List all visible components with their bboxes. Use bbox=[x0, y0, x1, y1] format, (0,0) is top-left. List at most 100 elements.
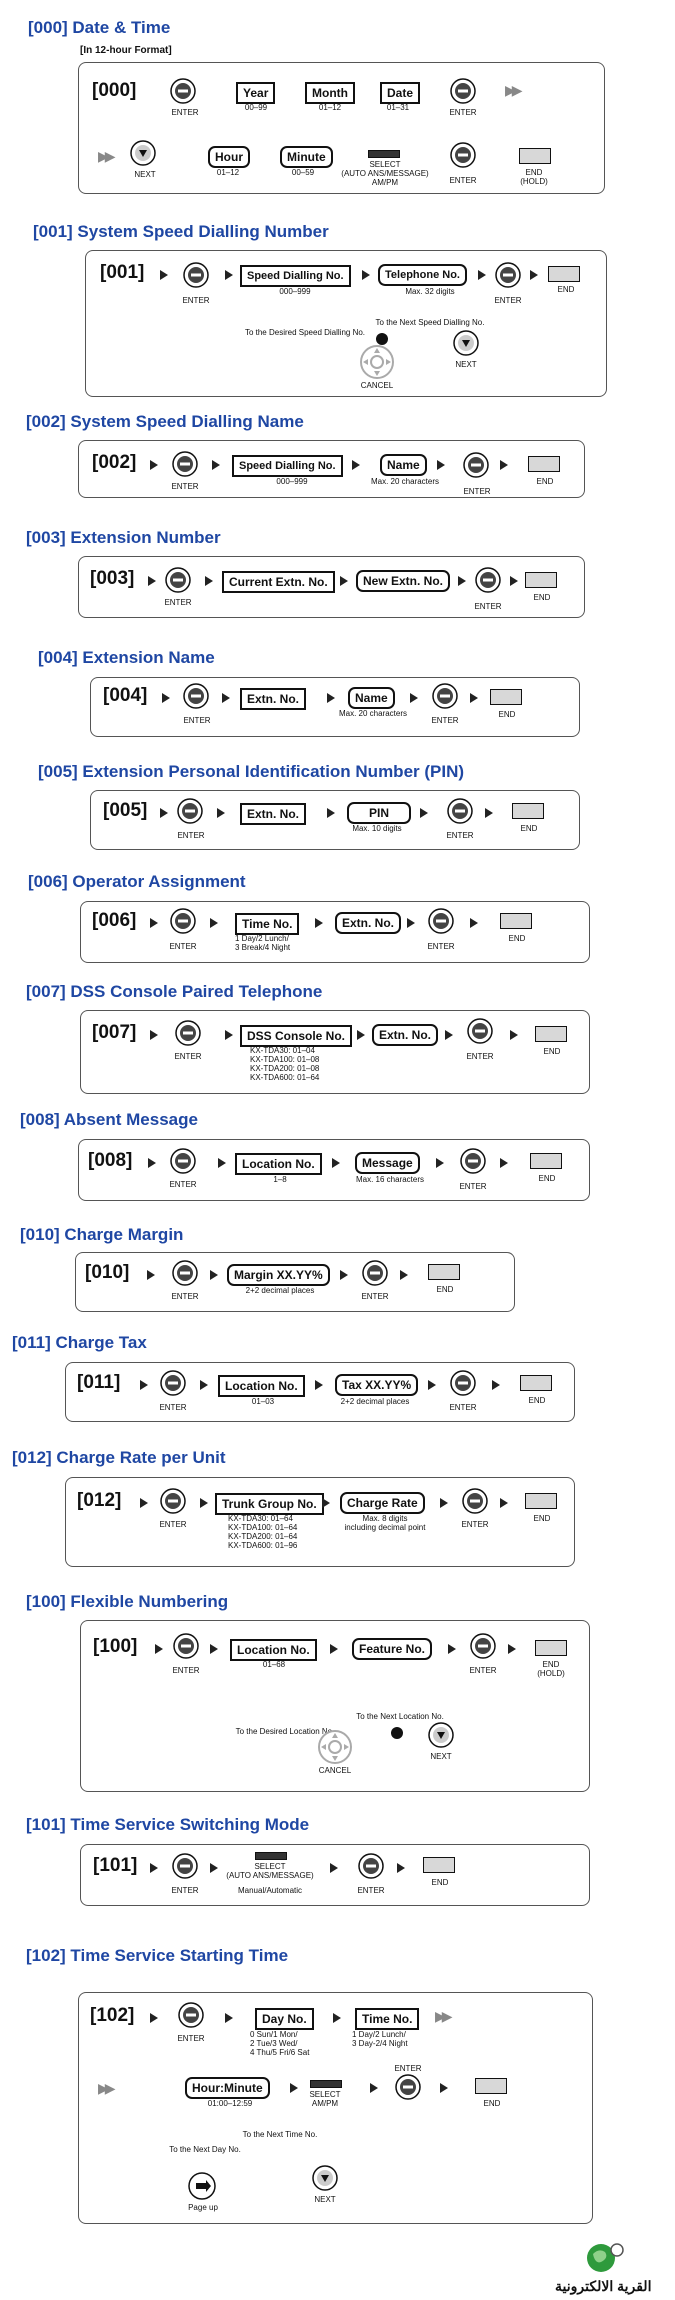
panel-000 bbox=[78, 62, 605, 194]
field-time-no[interactable]: Time No. bbox=[355, 2008, 420, 2030]
enter-dial-icon[interactable] bbox=[463, 452, 489, 478]
end-key-icon[interactable] bbox=[519, 148, 551, 164]
field-hour[interactable]: Hour bbox=[208, 146, 250, 168]
page-up-key-icon[interactable] bbox=[188, 2172, 216, 2200]
end-key-icon[interactable] bbox=[490, 689, 522, 705]
enter-dial-icon[interactable] bbox=[428, 908, 454, 934]
enter-dial-icon[interactable] bbox=[183, 262, 209, 288]
end-key-icon[interactable] bbox=[520, 1375, 552, 1391]
field-new-extn-no[interactable]: New Extn. No. bbox=[356, 570, 451, 592]
next-dial-icon[interactable] bbox=[312, 2165, 338, 2191]
field-name[interactable]: Name bbox=[348, 687, 395, 709]
end-key-icon[interactable] bbox=[512, 803, 544, 819]
field-pin[interactable]: PIN bbox=[347, 802, 411, 824]
enter-dial-icon[interactable] bbox=[450, 1370, 476, 1396]
enter-dial-icon[interactable] bbox=[475, 567, 501, 593]
enter-dial-icon[interactable] bbox=[462, 1488, 488, 1514]
flow-arrow-icon bbox=[210, 1644, 218, 1654]
select-values: Manual/Automatic bbox=[237, 1886, 303, 1895]
program-code-000: [000] bbox=[92, 80, 137, 101]
program-code-006: [006] bbox=[92, 910, 137, 931]
field-time-no[interactable]: Time No. bbox=[235, 913, 300, 935]
enter-dial-icon[interactable] bbox=[395, 2074, 421, 2100]
select-key-icon[interactable] bbox=[310, 2080, 342, 2088]
next-dial-icon[interactable] bbox=[130, 140, 156, 166]
field-location-no[interactable]: Location No. bbox=[218, 1375, 305, 1397]
end-key-icon[interactable] bbox=[525, 1493, 557, 1509]
enter-dial-icon[interactable] bbox=[172, 451, 198, 477]
end-key-icon[interactable] bbox=[500, 913, 532, 929]
field-name[interactable]: Name bbox=[380, 454, 427, 476]
cancel-dial-icon[interactable] bbox=[360, 345, 394, 379]
enter-dial-icon[interactable] bbox=[160, 1488, 186, 1514]
enter-dial-icon[interactable] bbox=[447, 798, 473, 824]
field-speed-dialling-no[interactable]: Speed Dialling No. bbox=[232, 455, 343, 477]
next-dial-icon[interactable] bbox=[453, 330, 479, 356]
flow-arrow-icon bbox=[407, 918, 415, 928]
end-key-icon[interactable] bbox=[535, 1640, 567, 1656]
next-dial-icon[interactable] bbox=[428, 1722, 454, 1748]
select-key-icon[interactable] bbox=[368, 150, 400, 158]
enter-label: ENTER bbox=[394, 2064, 422, 2073]
flow-arrow-icon bbox=[428, 1380, 436, 1390]
enter-dial-icon[interactable] bbox=[170, 78, 196, 104]
field-dss-console-no[interactable]: DSS Console No. bbox=[240, 1025, 353, 1047]
field-current-extn-no[interactable]: Current Extn. No. bbox=[222, 571, 335, 593]
speed-dialling-range: 000–999 bbox=[279, 287, 311, 296]
end-key-icon[interactable] bbox=[535, 1026, 567, 1042]
field-message[interactable]: Message bbox=[355, 1152, 420, 1174]
enter-dial-icon[interactable] bbox=[170, 1148, 196, 1174]
field-trunk-group-no[interactable]: Trunk Group No. bbox=[215, 1493, 324, 1515]
enter-dial-icon[interactable] bbox=[470, 1633, 496, 1659]
field-charge-rate[interactable]: Charge Rate bbox=[340, 1492, 425, 1514]
field-date[interactable]: Date bbox=[380, 82, 421, 104]
end-key-icon[interactable] bbox=[428, 1264, 460, 1280]
end-key-icon[interactable] bbox=[475, 2078, 507, 2094]
enter-dial-icon[interactable] bbox=[172, 1853, 198, 1879]
field-tax[interactable]: Tax XX.YY% bbox=[335, 1374, 419, 1396]
enter-dial-icon[interactable] bbox=[178, 2002, 204, 2028]
enter-label: ENTER bbox=[171, 1886, 199, 1895]
enter-dial-icon[interactable] bbox=[495, 262, 521, 288]
program-code-005: [005] bbox=[103, 800, 148, 821]
field-extn-no[interactable]: Extn. No. bbox=[335, 912, 402, 934]
field-extn-no[interactable]: Extn. No. bbox=[240, 688, 307, 710]
end-key-icon[interactable] bbox=[530, 1153, 562, 1169]
field-month[interactable]: Month bbox=[305, 82, 355, 104]
enter-dial-icon[interactable] bbox=[432, 683, 458, 709]
field-feature-no[interactable]: Feature No. bbox=[352, 1638, 433, 1660]
section-title-102: [102] Time Service Starting Time bbox=[26, 1946, 289, 1965]
enter-dial-icon[interactable] bbox=[165, 567, 191, 593]
field-telephone-no[interactable]: Telephone No. bbox=[378, 264, 467, 286]
field-day-no[interactable]: Day No. bbox=[255, 2008, 314, 2030]
enter-dial-icon[interactable] bbox=[183, 683, 209, 709]
field-location-no[interactable]: Location No. bbox=[235, 1153, 322, 1175]
end-key-icon[interactable] bbox=[528, 456, 560, 472]
select-key-icon[interactable] bbox=[255, 1852, 287, 1860]
field-minute[interactable]: Minute bbox=[280, 146, 333, 168]
enter-dial-icon[interactable] bbox=[175, 1020, 201, 1046]
field-hour-minute[interactable]: Hour:Minute bbox=[185, 2077, 270, 2099]
enter-dial-icon[interactable] bbox=[460, 1148, 486, 1174]
enter-dial-icon[interactable] bbox=[177, 798, 203, 824]
enter-dial-icon[interactable] bbox=[450, 78, 476, 104]
end-key-icon[interactable] bbox=[548, 266, 580, 282]
enter-dial-icon[interactable] bbox=[172, 1260, 198, 1286]
field-extn-no[interactable]: Extn. No. bbox=[372, 1024, 439, 1046]
enter-dial-icon[interactable] bbox=[160, 1370, 186, 1396]
panel-004 bbox=[90, 677, 580, 737]
field-margin[interactable]: Margin XX.YY% bbox=[227, 1264, 330, 1286]
field-extn-no[interactable]: Extn. No. bbox=[240, 803, 307, 825]
enter-dial-icon[interactable] bbox=[467, 1018, 493, 1044]
cancel-dial-icon[interactable] bbox=[318, 1730, 352, 1764]
enter-dial-icon[interactable] bbox=[450, 142, 476, 168]
enter-dial-icon[interactable] bbox=[173, 1633, 199, 1659]
end-key-icon[interactable] bbox=[423, 1857, 455, 1873]
field-speed-dialling-no[interactable]: Speed Dialling No. bbox=[240, 265, 351, 287]
field-year[interactable]: Year bbox=[236, 82, 276, 104]
enter-dial-icon[interactable] bbox=[362, 1260, 388, 1286]
end-key-icon[interactable] bbox=[525, 572, 557, 588]
enter-dial-icon[interactable] bbox=[358, 1853, 384, 1879]
field-location-no[interactable]: Location No. bbox=[230, 1639, 317, 1661]
enter-dial-icon[interactable] bbox=[170, 908, 196, 934]
